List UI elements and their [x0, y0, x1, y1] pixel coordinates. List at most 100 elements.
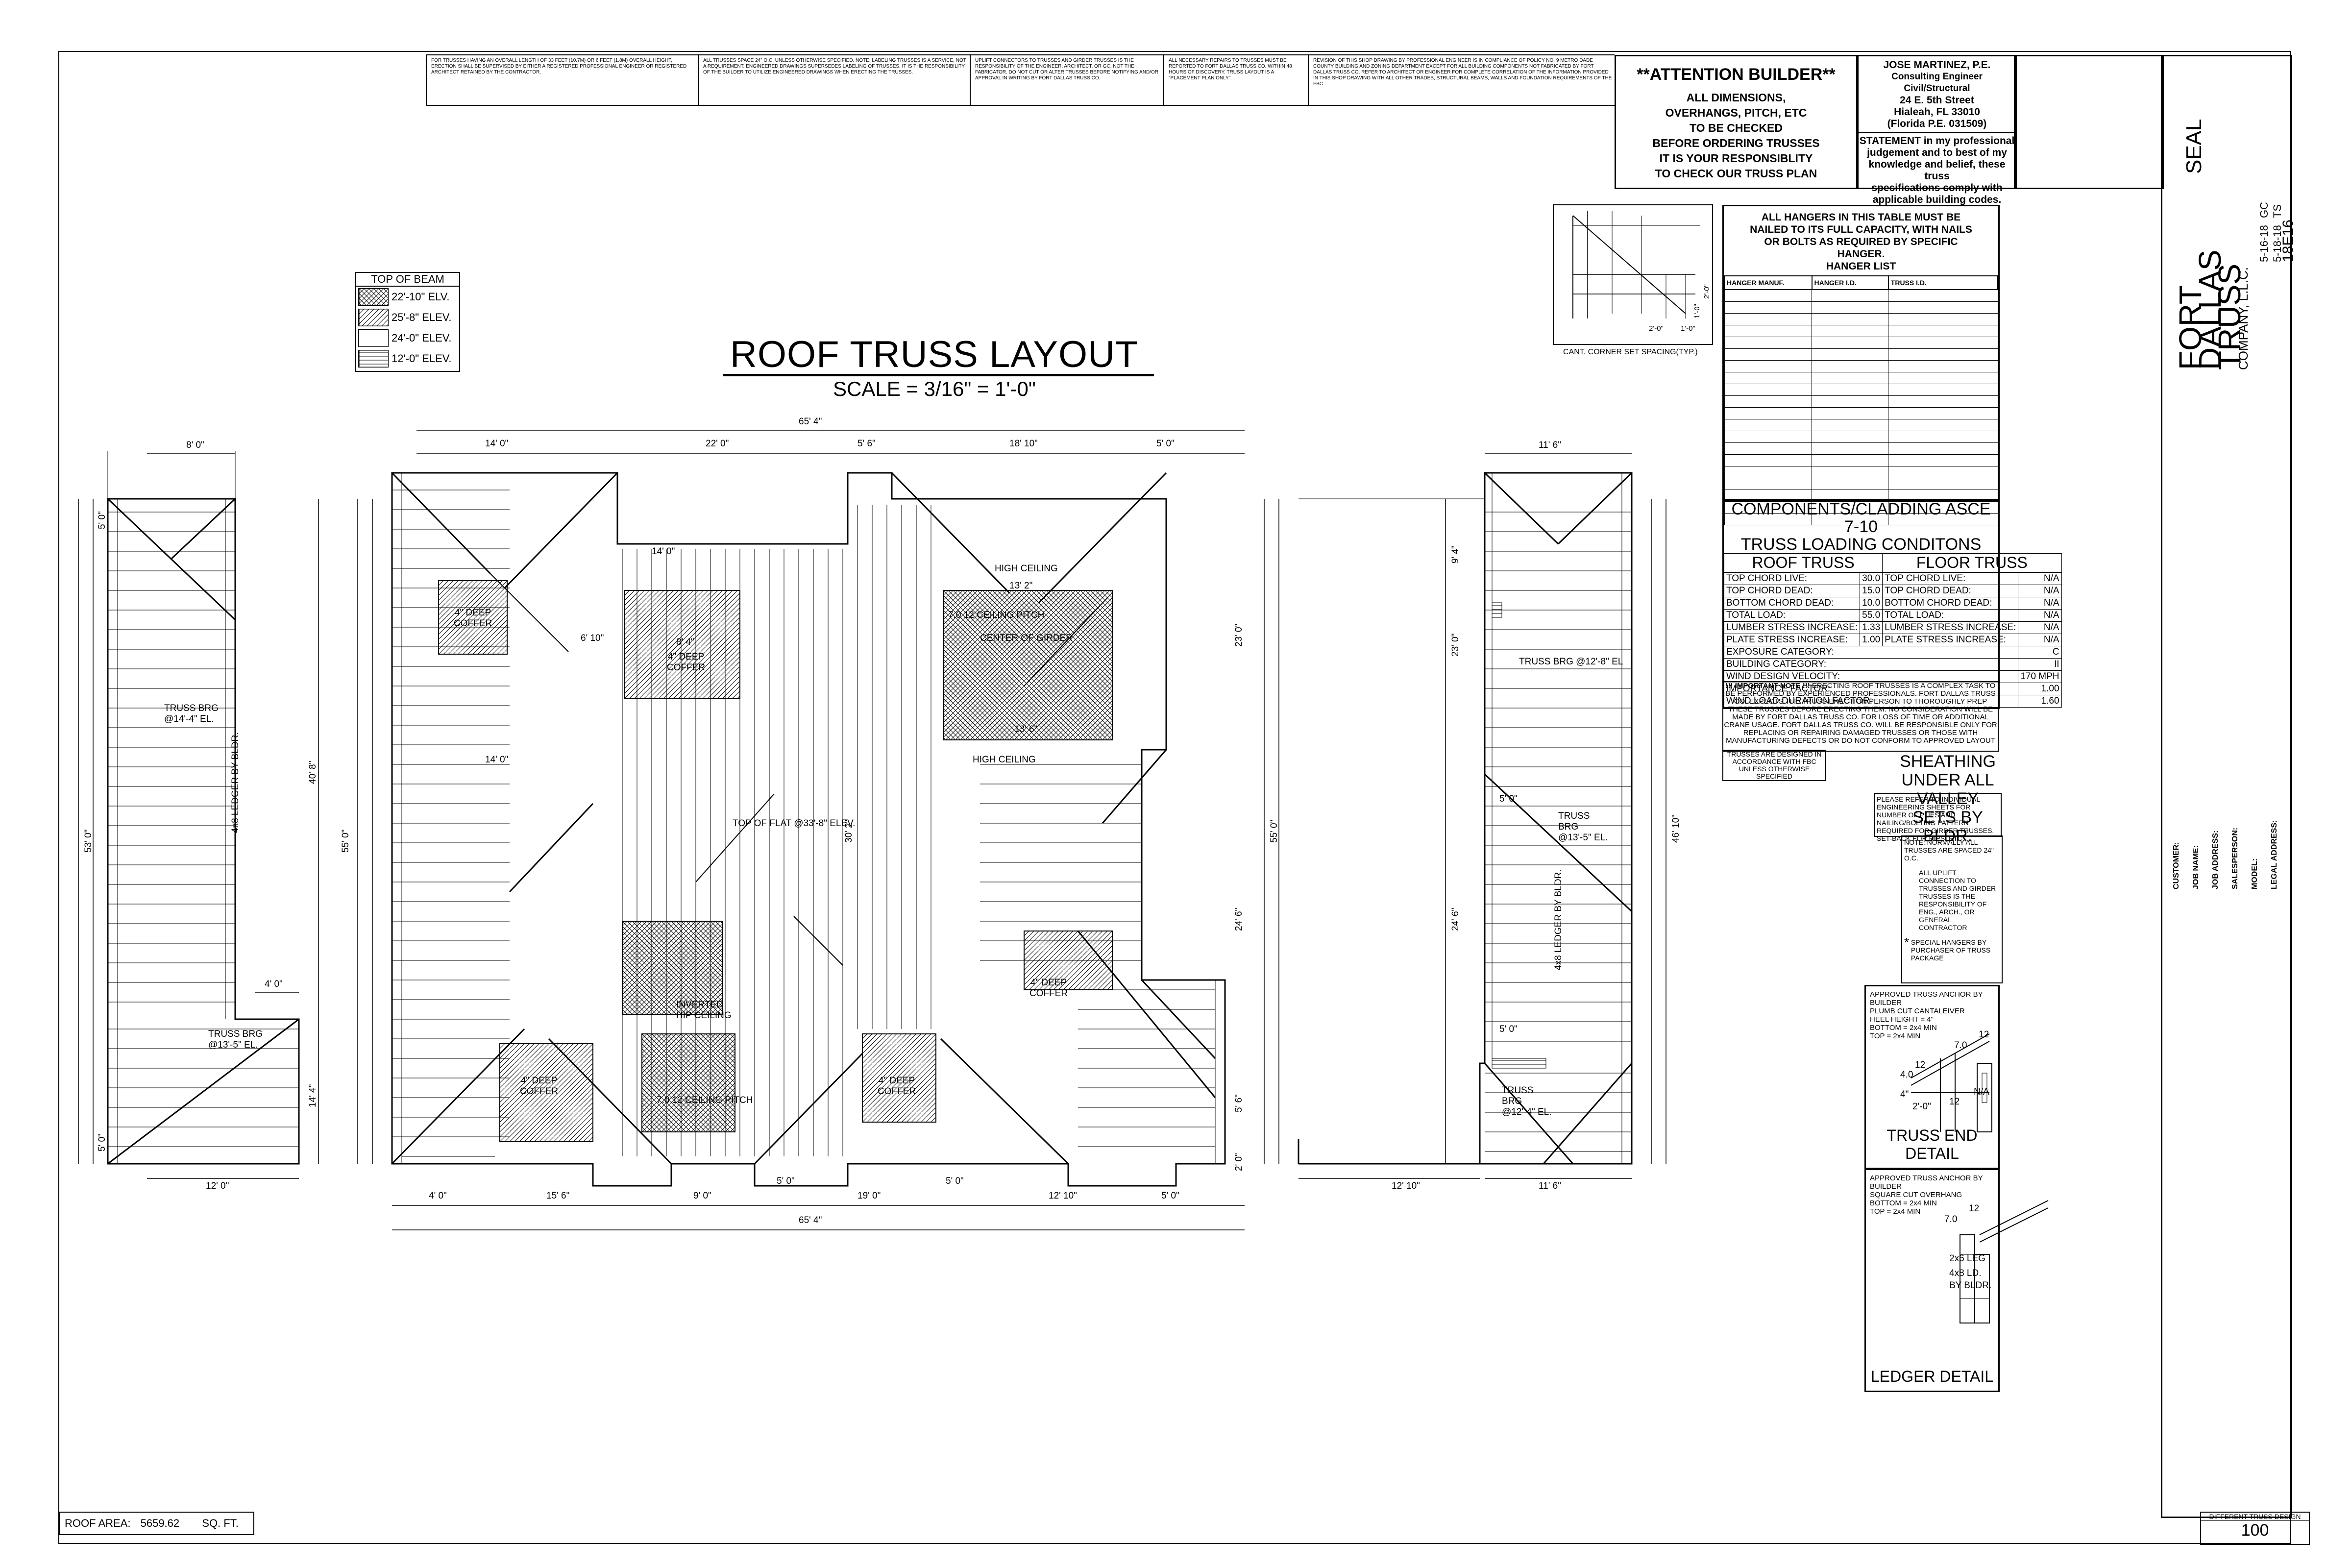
- note-lead: NOTE:: [1904, 838, 1925, 846]
- dim-left: 5' 0": [97, 511, 107, 529]
- hanger-row: [1724, 325, 1998, 337]
- star-marker: *: [1904, 935, 1910, 950]
- pitch-label: 4.0: [1900, 1070, 1913, 1080]
- hanger-cell: [1812, 289, 1889, 302]
- hanger-cell: [1724, 301, 1813, 314]
- label-coffer: 4" DEEP COFFER: [519, 1076, 559, 1097]
- detail-line: SQUARE CUT OVERHANG: [1870, 1191, 1962, 1199]
- hanger-heading: HANGER LIST: [1826, 261, 1896, 272]
- left-wing-ledger: 4x8 LEDGER BY BLDR.: [230, 732, 241, 833]
- detail-line: TOP = 2x4 MIN: [1870, 1207, 1921, 1216]
- left-wing-bearing: TRUSS BRG @13'-5" EL.: [208, 1029, 263, 1050]
- hanger-row: [1724, 313, 1998, 325]
- dim-right: 24' 6": [1234, 907, 1244, 931]
- hanger-cell: [1888, 289, 1998, 302]
- statement-line: knowledge and belief, these truss: [1868, 159, 2006, 182]
- floor-truss-heading: FLOOR TRUSS: [1882, 553, 2062, 573]
- legend-title: TOP OF BEAM: [356, 273, 459, 287]
- right-wing-bottom: 11' 6": [1539, 1181, 1561, 1191]
- corner-dim: 2'-0": [1649, 324, 1664, 333]
- na-label: N/A: [1974, 1087, 1989, 1097]
- hanger-cell: [1888, 442, 1998, 455]
- load-row: WIND LOAD DURATION FACTOR:1.60: [1723, 695, 2062, 708]
- hanger-row: [1724, 289, 1998, 302]
- load-cell: BOTTOM CHORD DEAD:: [1882, 597, 2019, 610]
- label-ceiling-pitch: 7.0 12 CEILING PITCH: [948, 610, 1045, 620]
- legend-label: 12'-0" ELEV.: [392, 352, 452, 365]
- hanger-cell: [1812, 478, 1889, 490]
- hanger-cell: [1888, 466, 1998, 478]
- pitch-label: 12: [1915, 1060, 1926, 1070]
- corner-caption: CANT. CORNER SET SPACING(TYP.): [1563, 348, 1698, 356]
- job-address-label: JOB ADDRESS:: [2211, 830, 2220, 889]
- legal-address-label: LEGAL ADDRESS:: [2270, 820, 2278, 889]
- hanger-cell: [1724, 442, 1813, 455]
- hanger-cell: [1888, 513, 1998, 525]
- load-cell: TOP CHORD LIVE:: [1723, 572, 1861, 585]
- header-note-1: FOR TRUSSES HAVING AN OVERALL LENGTH OF …: [431, 58, 687, 75]
- load-cell: 55.0: [1860, 609, 1883, 622]
- hanger-cell: [1724, 419, 1813, 431]
- header-note-5: REVISION OF THIS SHOP DRAWING BY PROFESS…: [1313, 58, 1612, 87]
- dim-left: 14' 4": [308, 1084, 318, 1107]
- right-wing-dim: 23' 0": [1450, 633, 1461, 657]
- engineer-line: Hialeah, FL 33010: [1894, 106, 1980, 118]
- roof-area-value: 5659.62: [140, 1517, 180, 1529]
- load-cell: PLATE STRESS INCREASE:: [1882, 634, 2019, 646]
- hanger-table: HANGER MANUF. HANGER I.D. TRUSS I.D.: [1724, 275, 1999, 525]
- customer-label: CUSTOMER:: [2172, 842, 2180, 889]
- hanger-cell: [1888, 337, 1998, 349]
- hanger-cell: [1888, 313, 1998, 325]
- hanger-cell: [1812, 419, 1889, 431]
- hanger-row: [1724, 466, 1998, 478]
- load-cell: 1.33: [1860, 621, 1883, 634]
- heel-label: 4": [1900, 1089, 1909, 1100]
- dim-left: 53' 0": [83, 829, 94, 853]
- statement-line: judgement and to best of my: [1867, 147, 2007, 158]
- left-wing-bottom: 12' 0": [206, 1181, 229, 1191]
- hanger-row: [1724, 384, 1998, 396]
- hanger-col: HANGER I.D.: [1811, 275, 1889, 290]
- hanger-cell: [1812, 442, 1889, 455]
- left-wing-width: 8' 0": [186, 440, 204, 450]
- hanger-cell: [1724, 384, 1813, 396]
- attention-line: ALL DIMENSIONS,: [1686, 91, 1786, 104]
- load-cell: N/A: [2018, 597, 2062, 610]
- roof-area: ROOF AREA: 5659.62 SQ. FT.: [59, 1512, 254, 1535]
- attention-title: **ATTENTION BUILDER**: [1637, 65, 1836, 84]
- top-of-beam-legend: TOP OF BEAM 22'-10" ELV. 25'-8" ELEV. 24…: [355, 272, 460, 372]
- ledger-label: BY BLDR.: [1949, 1280, 1992, 1291]
- dim-top: 5' 0": [1156, 439, 1175, 449]
- dim-bottom: 12' 10": [1049, 1191, 1077, 1201]
- hanger-row: [1724, 360, 1998, 372]
- dim-left: 40' 8": [308, 760, 318, 784]
- loads-subtitle: TRUSS LOADING CONDITONS: [1740, 535, 1982, 554]
- hanger-cell: [1724, 395, 1813, 408]
- legend-item: 12'-0" ELEV.: [356, 348, 459, 369]
- header-note-4: ALL NECESSARY REPAIRS TO TRUSSES MUST BE…: [1169, 58, 1292, 81]
- hanger-cell: [1724, 454, 1813, 466]
- important-note: !!! IMPORTANT NOTE !!! ERECTING ROOF TRU…: [1722, 681, 1999, 752]
- engineer-box: JOSE MARTINEZ, P.E. Consulting Engineer …: [1857, 55, 2017, 205]
- load-cell: BUILDING CATEGORY:: [1723, 658, 2019, 671]
- header-note-2: ALL TRUSSES SPACE 24" O.C. UNLESS OTHERW…: [703, 58, 966, 75]
- hanger-cell: [1812, 337, 1889, 349]
- detail-line: APPROVED TRUSS ANCHOR BY BUILDER: [1870, 990, 1983, 1007]
- attention-line: IT IS YOUR RESPONSIBLITY: [1659, 152, 1813, 165]
- hanger-cell: [1724, 325, 1813, 337]
- hanger-row: [1724, 337, 1998, 349]
- load-cell: 15.0: [1860, 585, 1883, 597]
- leg-label: 2x6 LEG: [1949, 1253, 1985, 1264]
- main-plan: [357, 430, 1279, 1230]
- company-name-llc: COMPANY, L.L.C.: [2236, 267, 2251, 370]
- hanger-row: [1724, 407, 1998, 419]
- model-label: MODEL:: [2251, 858, 2259, 889]
- label-coffer: 4" DEEP COFFER: [877, 1076, 916, 1097]
- right-wing-ledger: 4x8 LEDGER BY BLDR.: [1553, 869, 1564, 970]
- hanger-cell: [1812, 466, 1889, 478]
- hanger-heading: HANGER.: [1837, 248, 1885, 260]
- hanger-cell: [1724, 431, 1813, 443]
- ledger-detail: APPROVED TRUSS ANCHOR BY BUILDER SQUARE …: [1864, 1169, 2000, 1392]
